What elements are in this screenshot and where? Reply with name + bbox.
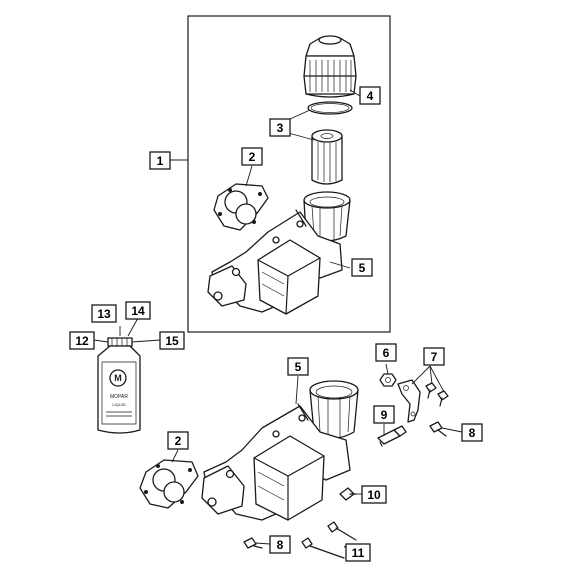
callout-3[interactable]: 3 — [269, 118, 291, 137]
callout-9[interactable]: 9 — [373, 405, 395, 424]
svg-text:7: 7 — [431, 350, 438, 364]
bottle-brand-mark: M — [114, 373, 122, 383]
filter-o-ring-inner — [310, 103, 350, 113]
svg-text:13: 13 — [97, 307, 111, 321]
gasket-lower[interactable] — [139, 459, 199, 509]
fitting[interactable] — [339, 487, 357, 501]
oil-filter-housing-upper[interactable] — [207, 191, 351, 315]
callout-4[interactable]: 4 — [359, 86, 381, 105]
callout-15[interactable]: 15 — [159, 331, 185, 350]
callout-1[interactable]: 1 — [149, 151, 171, 170]
callout-2-upper[interactable]: 2 — [241, 147, 263, 166]
svg-text:6: 6 — [383, 346, 390, 360]
fluid-bottle[interactable]: M MOPAR LIQUID — [97, 337, 141, 434]
svg-text:8: 8 — [469, 426, 476, 440]
bolt[interactable] — [429, 421, 447, 437]
callout-14[interactable]: 14 — [125, 301, 151, 320]
filter-o-ring[interactable] — [307, 101, 353, 115]
svg-text:12: 12 — [75, 334, 89, 348]
svg-text:9: 9 — [381, 408, 388, 422]
svg-text:5: 5 — [295, 360, 302, 374]
callout-10[interactable]: 10 — [361, 485, 387, 504]
oil-filter-cap[interactable] — [303, 35, 357, 98]
oil-pressure-sensor[interactable] — [377, 425, 407, 447]
bracket-bolt[interactable] — [425, 382, 437, 399]
callout-13[interactable]: 13 — [91, 304, 117, 323]
callout-5-lower[interactable]: 5 — [287, 357, 309, 376]
long-bolt[interactable] — [301, 537, 345, 559]
assembly-group-frame — [187, 15, 391, 333]
callout-2-lower[interactable]: 2 — [167, 431, 189, 450]
oil-filter-housing-lower[interactable] — [201, 380, 359, 521]
svg-text:8: 8 — [277, 538, 284, 552]
long-bolt[interactable] — [327, 521, 357, 541]
oil-filter-element[interactable] — [311, 129, 343, 185]
bottle-label-line-2: LIQUID — [112, 402, 125, 407]
svg-text:1: 1 — [157, 154, 164, 168]
svg-text:14: 14 — [131, 304, 145, 318]
svg-text:3: 3 — [277, 121, 284, 135]
mounting-bracket[interactable] — [397, 379, 421, 423]
bolt[interactable] — [243, 537, 263, 549]
callout-12[interactable]: 12 — [69, 331, 95, 350]
bracket-bolt[interactable] — [437, 390, 449, 407]
callout-7[interactable]: 7 — [423, 347, 445, 366]
svg-text:5: 5 — [359, 261, 366, 275]
callout-5-upper[interactable]: 5 — [351, 258, 373, 277]
svg-text:15: 15 — [165, 334, 179, 348]
callout-8-lower[interactable]: 8 — [269, 535, 291, 554]
svg-text:4: 4 — [367, 89, 374, 103]
svg-text:11: 11 — [352, 546, 365, 560]
svg-text:2: 2 — [249, 150, 256, 164]
callout-8-right[interactable]: 8 — [461, 423, 483, 442]
gasket-upper[interactable] — [213, 183, 269, 231]
nut[interactable] — [379, 373, 397, 387]
callout-11[interactable]: 11 — [345, 543, 371, 562]
bottle-label-line-1: MOPAR — [110, 394, 128, 400]
callout-6[interactable]: 6 — [375, 343, 397, 362]
svg-text:10: 10 — [367, 488, 381, 502]
svg-text:2: 2 — [175, 434, 182, 448]
